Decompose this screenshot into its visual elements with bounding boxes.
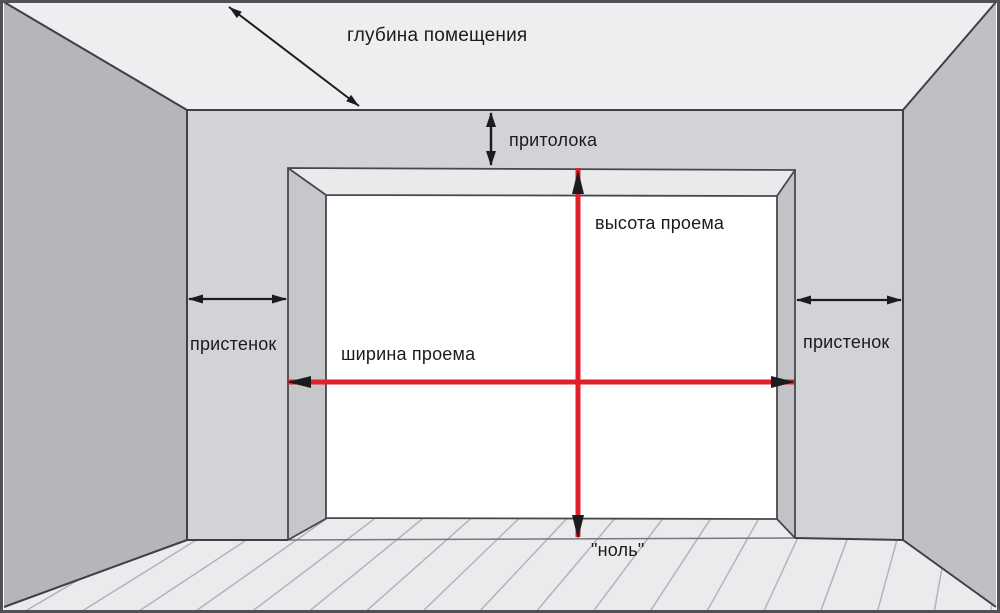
opening-edges <box>287 167 796 541</box>
left-wall <box>4 2 187 607</box>
label-sidewall-right: пристенок <box>803 332 890 352</box>
room-depth-arrow <box>228 6 360 107</box>
label-zero-level: "ноль" <box>591 540 645 560</box>
opening-height-line <box>572 168 584 539</box>
opening-left-jamb <box>288 168 326 540</box>
label-opening-height: высота проема <box>595 213 725 233</box>
door-opening <box>326 195 777 519</box>
opening-lintel-face <box>288 168 795 196</box>
height-arrowhead-top <box>572 170 584 194</box>
opening-right-jamb <box>777 170 795 538</box>
sidewall-left-arrow <box>188 294 287 304</box>
height-arrowhead-bottom <box>572 515 584 539</box>
right-wall <box>903 2 996 607</box>
sidewall-right-arrow <box>796 295 902 305</box>
label-sidewall-left: пристенок <box>190 334 277 354</box>
width-arrowhead-right <box>771 376 795 388</box>
room-edges <box>3 1 997 608</box>
label-opening-width: ширина проема <box>341 344 476 364</box>
floor <box>4 518 996 611</box>
width-arrowhead-left <box>287 376 311 388</box>
label-lintel: притолока <box>509 130 598 150</box>
zero-level-line <box>287 537 796 541</box>
lintel-arrow <box>486 112 496 166</box>
label-room-depth: глубина помещения <box>347 25 528 46</box>
opening-width-line <box>287 376 795 388</box>
ceiling <box>4 2 996 110</box>
